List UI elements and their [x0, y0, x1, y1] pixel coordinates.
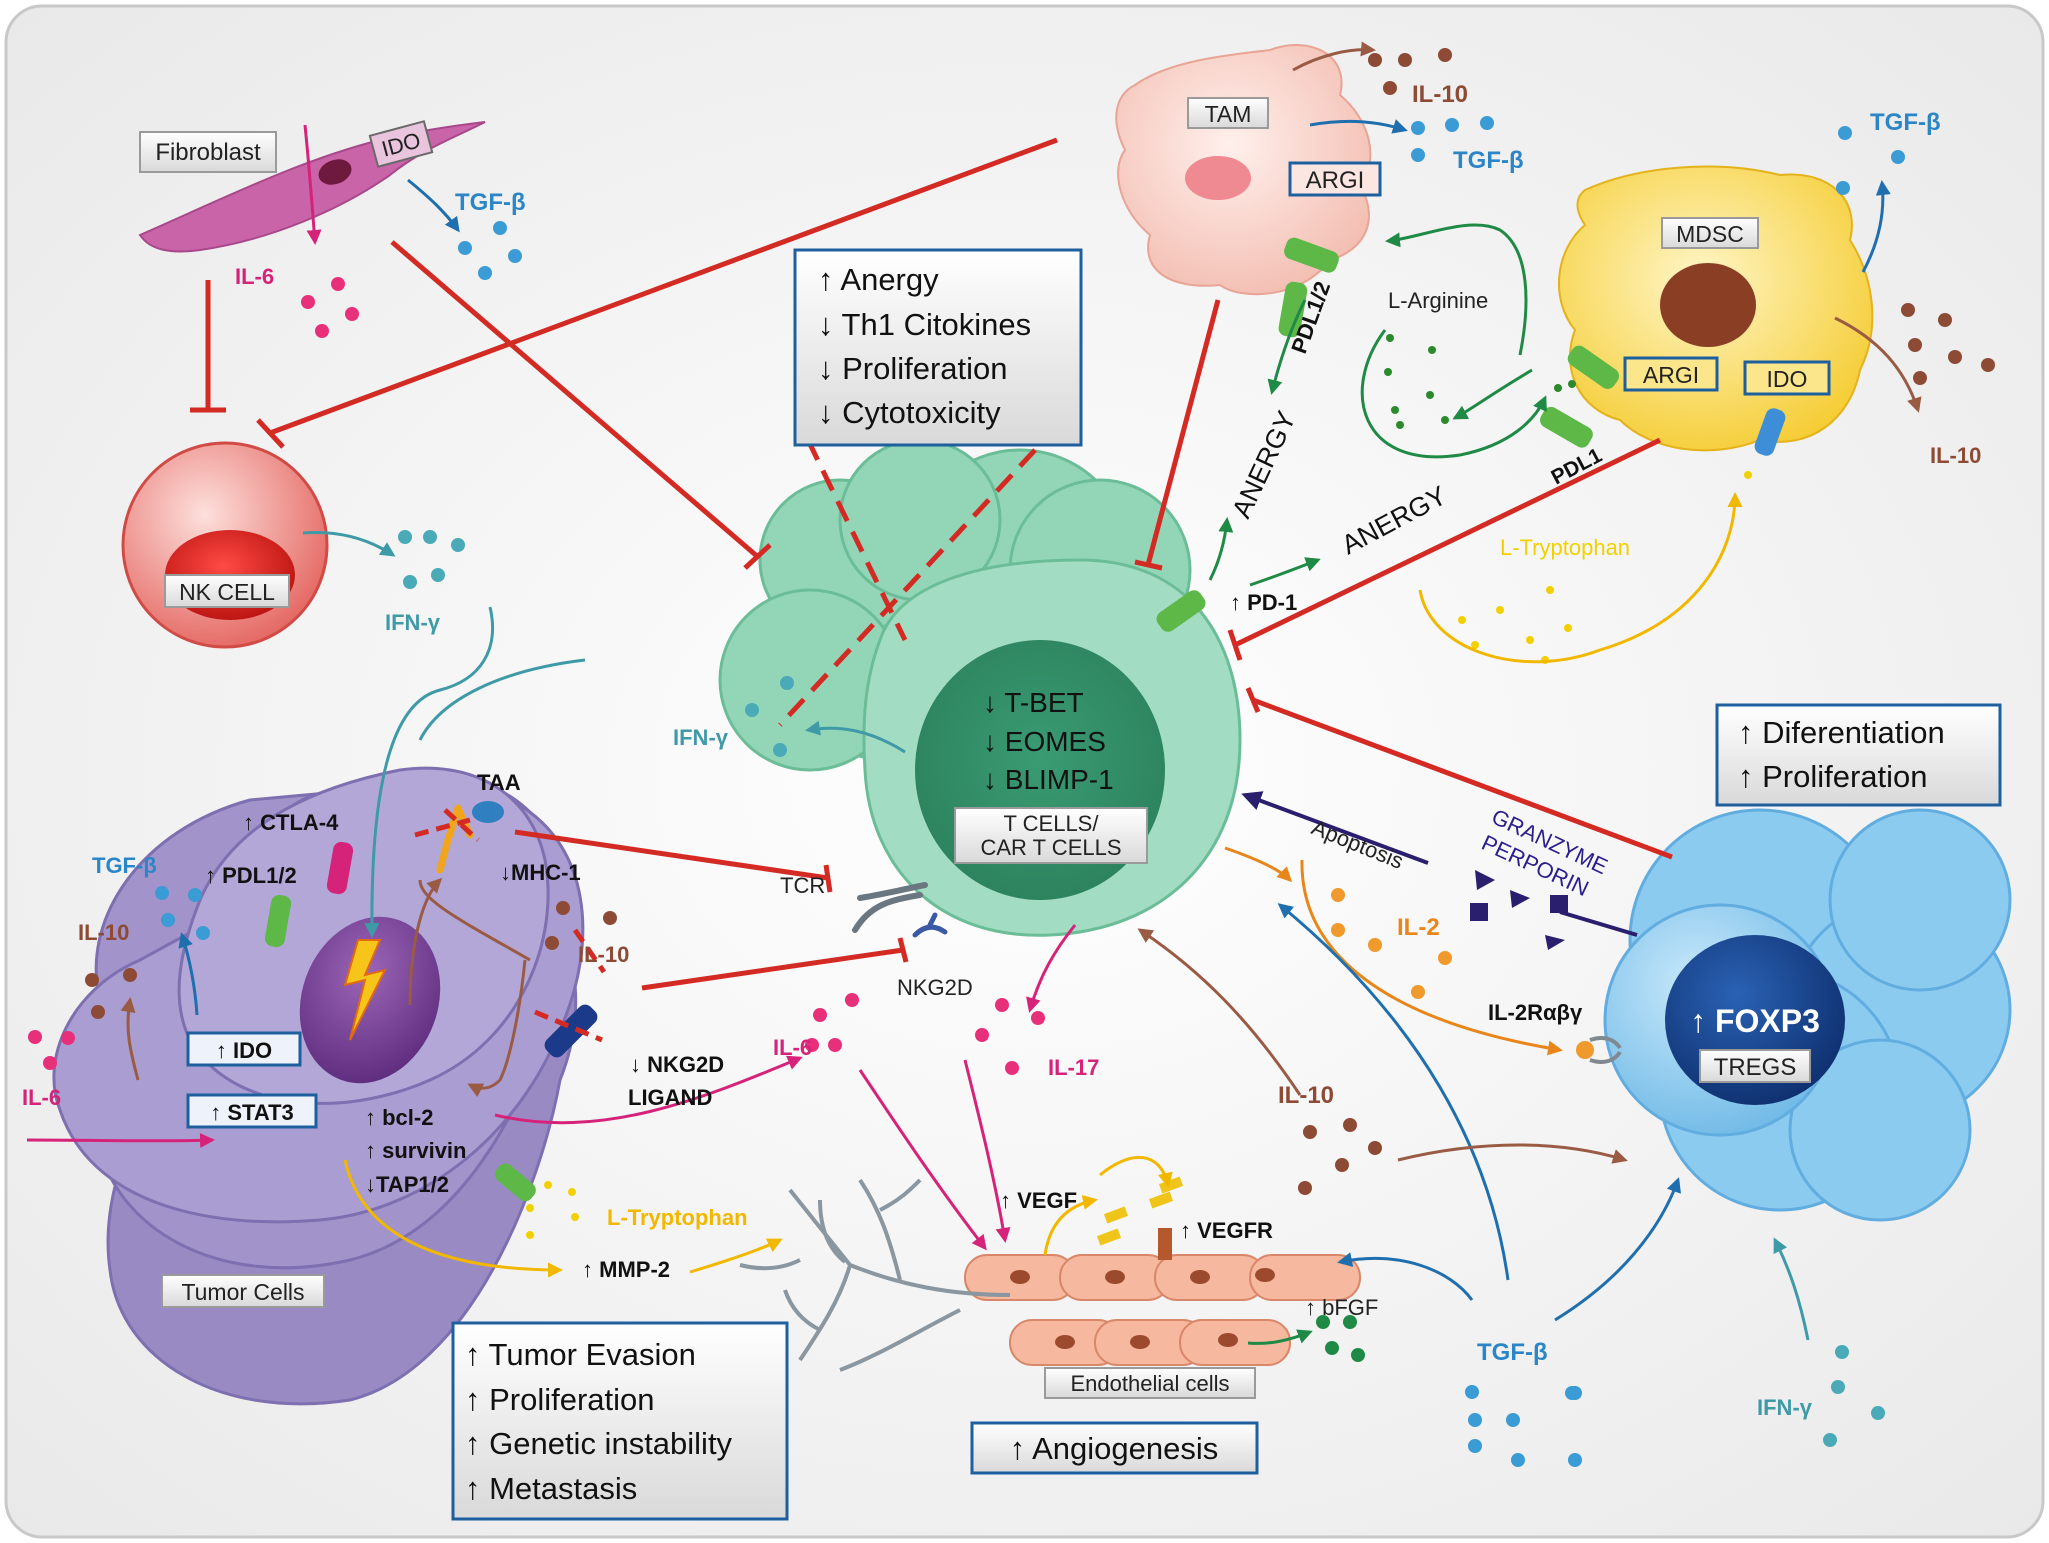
- l-arginine-label: L-Arginine: [1388, 288, 1488, 313]
- tam-tgf-label: TGF-β: [1453, 147, 1524, 174]
- il2r-label: IL-2Rαβγ: [1488, 1000, 1583, 1025]
- vegfr-label: ↑ VEGFR: [1180, 1218, 1273, 1243]
- activation-arrows: [26, 41, 1922, 1345]
- t-cells-label-line2: CAR T CELLS: [980, 835, 1121, 860]
- mdsc-il10-label: IL-10: [1930, 443, 1981, 468]
- tumor-il6-label: IL-6: [22, 1085, 61, 1110]
- tcell-effect-anergy: ↑ Anergy: [818, 262, 939, 297]
- tumor-il10-label: IL-10: [78, 920, 129, 945]
- tcell-effect-th1: ↓ Th1 Citokines: [818, 307, 1031, 342]
- bottom-tgf-label: TGF-β: [1477, 1339, 1548, 1366]
- eomes-label: ↓ EOMES: [983, 726, 1106, 757]
- survivin-label: ↑ survivin: [365, 1138, 466, 1163]
- tumor-ido-label: ↑ IDO: [216, 1038, 272, 1063]
- mmp2-label: ↑ MMP-2: [582, 1257, 670, 1282]
- t-bet-label: ↓ T-BET: [983, 687, 1084, 718]
- inhibition-lines: [190, 137, 1673, 1043]
- text-labels: Fibroblast IDO NK CELL TAM ARGI MDSC ARG…: [22, 81, 1981, 1506]
- cytokine-dots: [28, 48, 1995, 1467]
- tam-il10-label: IL-10: [1412, 81, 1468, 108]
- bfgf-label: ↑ bFGF: [1305, 1295, 1378, 1320]
- pd1-label: ↑ PD-1: [1230, 590, 1297, 615]
- taa-label: TAA: [477, 770, 521, 795]
- tap12-label: ↓TAP1/2: [365, 1172, 449, 1197]
- treg-effect-proliferation: ↑ Proliferation: [1738, 759, 1928, 794]
- il2-label: IL-2: [1397, 914, 1440, 941]
- ctla4-label: ↑ CTLA-4: [243, 810, 339, 835]
- tcell-ifn-label: IFN-γ: [673, 725, 729, 750]
- receptors: [264, 237, 1786, 1260]
- mdsc-ido-label: IDO: [1767, 366, 1808, 392]
- nkg2d-ligand-label-line2: LIGAND: [628, 1085, 712, 1110]
- nkg2d-label: NKG2D: [897, 975, 973, 1000]
- bottom-il10-label: IL-10: [1278, 1082, 1334, 1109]
- tumor-cells: [52, 766, 585, 1406]
- l-tryptophan-right-label: L-Tryptophan: [1500, 535, 1630, 560]
- tam: [1115, 44, 1372, 296]
- l-tryptophan-tumor-label: L-Tryptophan: [607, 1205, 748, 1230]
- tam-argi-label: ARGI: [1306, 167, 1365, 194]
- tumor-stat3-label: ↑ STAT3: [210, 1100, 294, 1125]
- angiogenesis-label: ↑ Angiogenesis: [1010, 1431, 1219, 1466]
- tumor-tgf-label: TGF-β: [92, 853, 157, 878]
- foxp3-label: ↑ FOXP3: [1690, 1003, 1820, 1039]
- mdsc-argi-label: ARGI: [1643, 362, 1699, 388]
- tumor-effect-proliferation: ↑ Proliferation: [465, 1382, 655, 1417]
- mid-il6-label: IL-6: [773, 1035, 812, 1060]
- tumor-effect-instability: ↑ Genetic instability: [465, 1426, 733, 1461]
- tcell-effect-cytotoxicity: ↓ Cytotoxicity: [818, 395, 1001, 430]
- tumor-effect-evasion: ↑ Tumor Evasion: [465, 1337, 696, 1372]
- tam-label: TAM: [1205, 101, 1252, 127]
- mdsc: [1558, 165, 1874, 452]
- nk-cell: [121, 441, 329, 649]
- blimp1-label: ↓ BLIMP-1: [983, 764, 1114, 795]
- tcell-effect-proliferation: ↓ Proliferation: [818, 351, 1008, 386]
- mdsc-tgf-label: TGF-β: [1870, 109, 1941, 136]
- vessel-branches: [739, 1178, 1011, 1372]
- nk-ifn-label: IFN-γ: [385, 610, 441, 635]
- fibroblast-tgf-label: TGF-β: [455, 189, 526, 216]
- tumor-effect-metastasis: ↑ Metastasis: [465, 1471, 637, 1506]
- endothelial-cells-label: Endothelial cells: [1071, 1371, 1230, 1396]
- lightning-icon: [343, 939, 387, 1041]
- tcr-label: TCR: [780, 873, 825, 898]
- tumor-cells-label: Tumor Cells: [181, 1279, 304, 1305]
- tumor-pdl12-label: ↑ PDL1/2: [205, 863, 297, 888]
- tregs-label: TREGS: [1714, 1054, 1797, 1081]
- fibroblast-il6-label: IL-6: [235, 264, 274, 289]
- il17-label: IL-17: [1048, 1055, 1099, 1080]
- treg-effect-diferentiation: ↑ Diferentiation: [1738, 715, 1945, 750]
- t-cells-label-line1: T CELLS/: [1004, 811, 1100, 836]
- bottom-ifn-label: IFN-γ: [1757, 1395, 1813, 1420]
- mhc1-label: ↓MHC-1: [500, 860, 581, 885]
- endothelial-cells: [964, 1254, 1361, 1366]
- nk-cell-label: NK CELL: [179, 579, 275, 605]
- label-backgrounds: [139, 97, 2002, 1521]
- nkg2d-ligand-label-line1: ↓ NKG2D: [630, 1052, 724, 1077]
- mdsc-label: MDSC: [1676, 221, 1744, 247]
- membrane-il10-label: IL-10: [578, 942, 629, 967]
- vegf-label: ↑ VEGF: [1000, 1188, 1077, 1213]
- bcl2-label: ↑ bcl-2: [365, 1105, 433, 1130]
- fibroblast-label: Fibroblast: [155, 139, 261, 166]
